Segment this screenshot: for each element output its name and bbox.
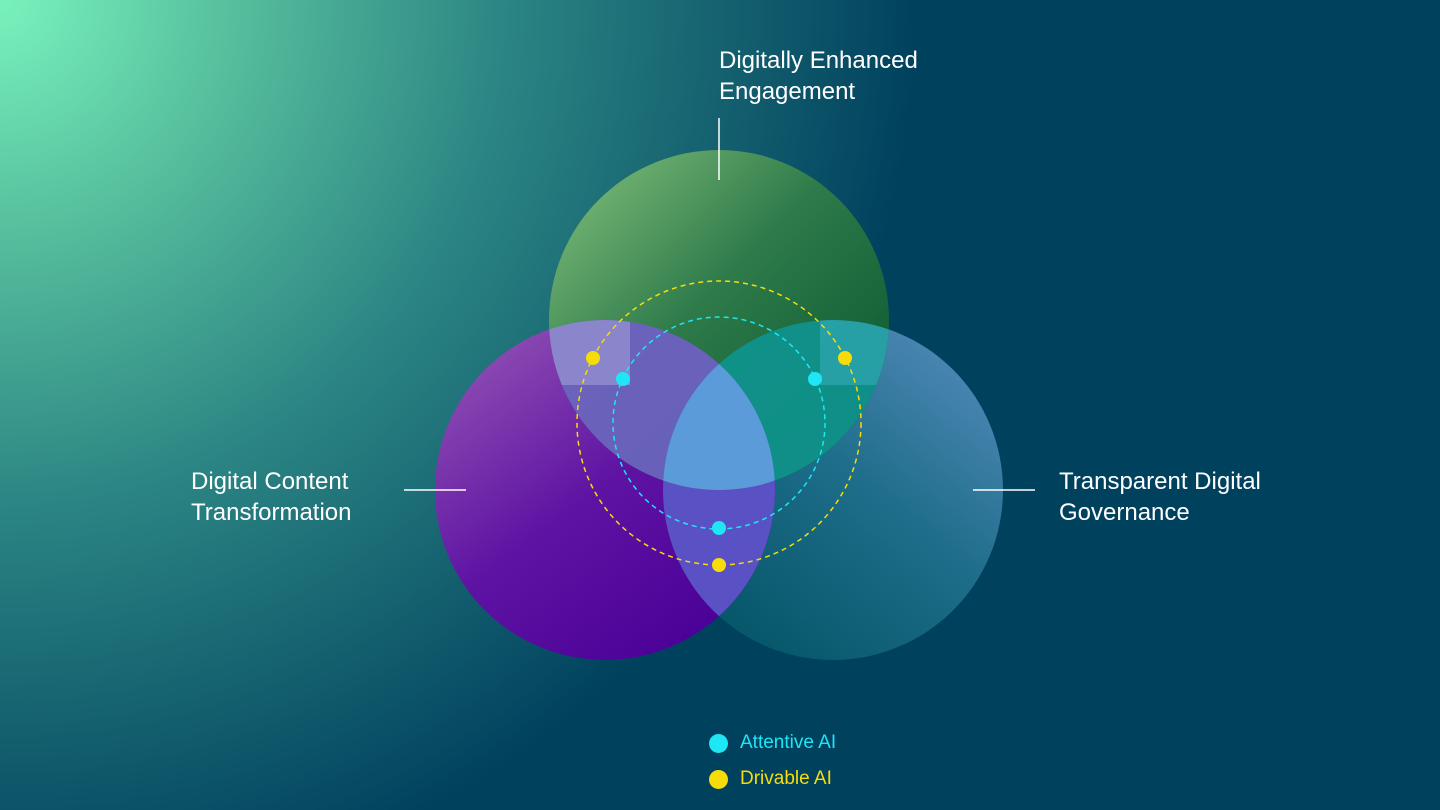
label-left-line-2: Transformation [191,499,352,526]
legend-drivable-label: Drivable AI [740,768,832,789]
label-top-line-2: Engagement [719,78,856,105]
legend-item-drivable-ai: Drivable AI [709,768,832,790]
drivable-dot-right [838,351,852,365]
label-transparent-digital-governance: Transparent Digital Governance [1059,466,1261,528]
overlap-top-right-highlight [820,320,889,385]
legend-attentive-label: Attentive AI [740,732,837,753]
overlap-center [663,320,775,490]
label-left-line-1: Digital Content [191,468,349,495]
legend-drivable-dot [709,769,728,789]
drivable-ring [576,280,862,566]
attentive-dot-left [616,372,630,386]
drivable-dot-left [586,351,600,365]
attentive-dot-right [808,372,822,386]
attentive-dot-bottom [712,521,726,535]
label-right-line-1: Transparent Digital [1059,468,1261,495]
drivable-dot-bottom [712,558,726,572]
label-top-line-1: Digitally Enhanced [719,47,918,74]
legend-item-attentive-ai: Attentive AI [709,732,836,754]
legend-attentive-dot [709,733,728,753]
label-digitally-enhanced-engagement: Digitally Enhanced Engagement [719,45,918,107]
label-digital-content-transformation: Digital Content Transformation [191,466,352,528]
label-right-line-2: Governance [1059,499,1190,526]
